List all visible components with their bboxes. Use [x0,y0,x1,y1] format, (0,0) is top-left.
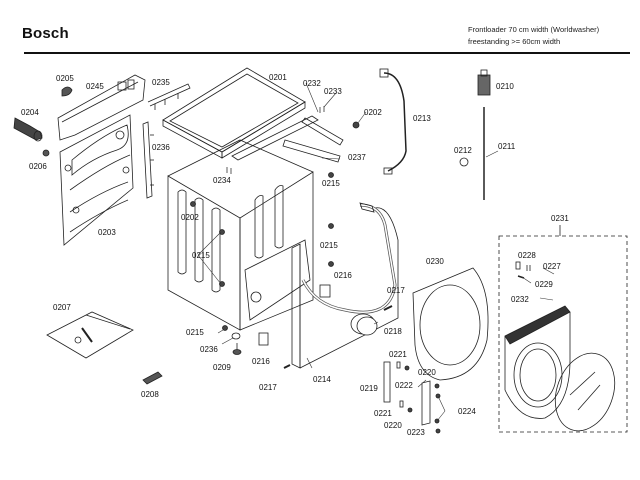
label-0215-front[interactable]: 0215 [320,241,338,250]
label-0222[interactable]: 0222 [395,381,413,390]
part-0215-drawing [222,172,334,331]
part-0201-drawing [162,67,306,159]
label-0205[interactable]: 0205 [56,74,74,83]
label-0223[interactable]: 0223 [407,428,425,437]
label-0226[interactable]: 0228 [518,251,536,260]
part-0230-drawing [504,305,571,419]
part-0229-box [498,235,628,433]
label-0212[interactable]: 0212 [454,146,472,155]
label-0217-bottom[interactable]: 0217 [259,383,277,392]
label-0211[interactable]: 0211 [498,142,516,151]
part-0236-drawing [231,332,241,340]
label-0201[interactable]: 0201 [269,73,287,82]
leader-lines [197,82,555,422]
label-0231[interactable]: 0232 [303,79,321,88]
label-0232-top[interactable]: 0233 [324,87,342,96]
label-0202-top[interactable]: 0202 [364,108,382,117]
part-0228-drawing [412,267,489,381]
label-0235[interactable]: 0237 [348,153,366,162]
part-0234-drawing [142,121,154,199]
label-0234[interactable]: 0236 [152,143,170,152]
label-0206[interactable]: 0206 [29,162,47,171]
part-0206-drawing [42,149,50,157]
part-0223-drawing [421,380,431,426]
part-0208-drawing [142,371,163,385]
label-0203[interactable]: 0203 [98,228,116,237]
part-0233-drawing [147,83,191,110]
part-0224-drawing [434,383,441,434]
label-0215-bottom[interactable]: 0215 [186,328,204,337]
part-0217-drawing [283,305,393,369]
label-0215-side[interactable]: 0215 [192,251,210,260]
label-0237[interactable]: 0245 [86,82,104,91]
label-0219[interactable]: 0219 [360,384,378,393]
label-0216-top[interactable]: 0216 [334,271,352,280]
part-0204-drawing [13,117,43,142]
label-0209[interactable]: 0209 [213,363,231,372]
label-0216-bottom[interactable]: 0216 [252,357,270,366]
model-description: Frontloader 70 cm width (Worldwasher) [468,25,600,34]
part-0220-drawing [404,365,413,413]
label-0232-left[interactable]: 0234 [213,176,231,185]
part-0205-drawing [61,86,73,97]
part-0207-drawing [46,311,134,359]
label-0202-side[interactable]: 0202 [181,213,199,222]
label-0207[interactable]: 0207 [53,303,71,312]
part-0218-drawing [350,313,378,336]
label-0233[interactable]: 0235 [152,78,170,87]
header-divider [24,52,630,54]
label-0218[interactable]: 0218 [384,327,402,336]
part-0221-drawing [396,361,404,408]
model-subdescription: freestanding >= 60cm width [468,37,561,46]
label-0224[interactable]: 0224 [458,407,476,416]
part-0231-drawing [231,115,344,161]
part-cabinet-drawing [167,139,314,331]
part-0209-drawing [232,343,242,355]
label-0213[interactable]: 0213 [413,114,431,123]
label-0221-top[interactable]: 0221 [389,350,407,359]
label-0228[interactable]: 0230 [426,257,444,266]
part-0213-drawing [379,68,407,175]
part-0203-drawing [59,114,134,246]
label-0236[interactable]: 0236 [200,345,218,354]
part-0237-drawing [57,74,146,141]
label-0204[interactable]: 0204 [21,108,39,117]
part-0226-drawing [515,261,521,270]
part-0210-drawing [477,69,491,96]
part-0235-drawing [282,139,341,163]
part-0225-drawing [526,265,531,271]
label-0225[interactable]: 0227 [543,262,561,271]
label-0229[interactable]: 0231 [551,214,569,223]
part-0214-drawing [291,202,399,369]
part-0212-drawing [459,157,469,167]
label-0220-top[interactable]: 0220 [418,368,436,377]
brand-title: Bosch [22,25,69,42]
label-0230[interactable]: 0232 [511,295,529,304]
label-0208[interactable]: 0208 [141,390,159,399]
part-0216-drawing [258,284,331,346]
label-0217-top[interactable]: 0217 [387,286,405,295]
label-0215-top[interactable]: 0215 [322,179,340,188]
label-0221-bottom[interactable]: 0221 [374,409,392,418]
label-0227[interactable]: 0229 [535,280,553,289]
label-0210[interactable]: 0210 [496,82,514,91]
label-0214[interactable]: 0214 [313,375,331,384]
part-0202-drawing [352,121,360,129]
part-0219-drawing [383,361,391,403]
label-0220-bottom[interactable]: 0220 [384,421,402,430]
part-0245-drawing [554,352,616,432]
